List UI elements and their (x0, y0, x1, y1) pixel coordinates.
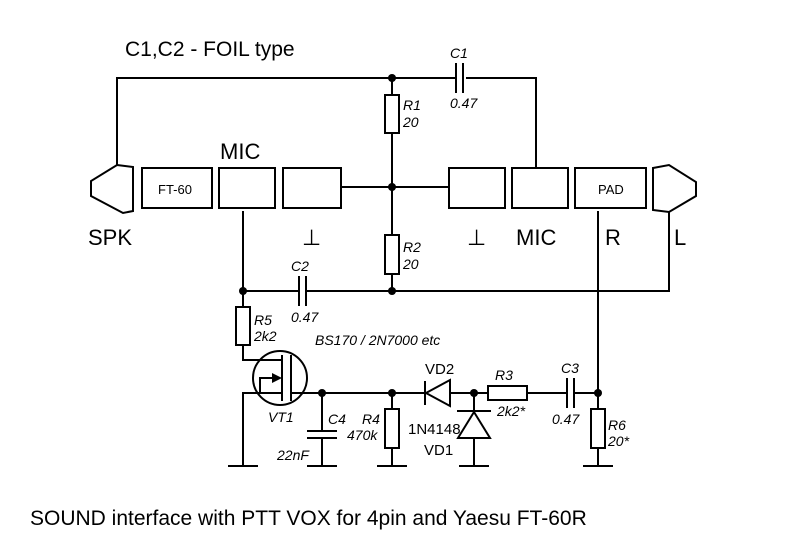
resistor-r2 (384, 186, 400, 292)
r5-value: 2k2 (253, 328, 277, 344)
r1-name: R1 (403, 97, 421, 113)
c2-value: 0.47 (291, 309, 319, 325)
diagram-title: SOUND interface with PTT VOX for 4pin an… (30, 507, 587, 530)
left-plug (90, 163, 342, 215)
spk-label: SPK (88, 225, 132, 250)
resistor-r1 (384, 77, 400, 188)
c4-value: 22nF (276, 447, 310, 463)
c1-name: C1 (450, 45, 468, 61)
r4-value: 470k (347, 427, 378, 443)
r3-name: R3 (495, 367, 513, 383)
vd2-name: VD2 (425, 361, 454, 378)
c3-value: 0.47 (552, 411, 580, 427)
ft60-label: FT-60 (158, 182, 192, 197)
mosfet-vt1 (242, 350, 323, 406)
c4-name: C4 (328, 411, 346, 427)
vt1-name: VT1 (268, 409, 294, 425)
capacitor-c3 (566, 378, 599, 408)
resistor-r4 (377, 392, 407, 467)
r5-name: R5 (254, 312, 272, 328)
r6-name: R6 (608, 417, 626, 433)
pad-label: PAD (598, 182, 624, 197)
capacitor-c4 (307, 392, 337, 467)
capacitor-c2 (298, 276, 307, 306)
resistor-r3 (473, 385, 567, 401)
c2-row (242, 211, 670, 292)
left-ground-label: ⊥ (302, 225, 321, 250)
diode-vd1 (456, 392, 492, 467)
r6-value: 20* (607, 433, 630, 449)
c1-value: 0.47 (450, 95, 478, 111)
r-label: R (605, 225, 621, 250)
resistor-r6 (583, 392, 613, 467)
top-wire (116, 77, 537, 168)
diode-vd2 (423, 378, 475, 408)
c3-name: C3 (561, 360, 579, 376)
left-mic-label: MIC (220, 139, 260, 164)
vt1-type: BS170 / 2N7000 etc (315, 332, 440, 348)
r1-value: 20 (402, 114, 419, 130)
right-mic-label: MIC (516, 225, 556, 250)
r3-value: 2k2* (496, 403, 526, 419)
l-label: L (674, 225, 686, 250)
resistor-r5 (235, 290, 267, 361)
vd1-name: VD1 (424, 442, 453, 459)
r2-value: 20 (402, 256, 419, 272)
c2-name: C2 (291, 258, 309, 274)
diode-type: 1N4148 (408, 421, 461, 438)
capacitor-c1 (455, 63, 464, 93)
foil-note: C1,C2 - FOIL type (125, 38, 295, 61)
r4-name: R4 (362, 411, 380, 427)
right-ground-label: ⊥ (467, 225, 486, 250)
right-plug (448, 163, 697, 214)
r2-name: R2 (403, 239, 421, 255)
